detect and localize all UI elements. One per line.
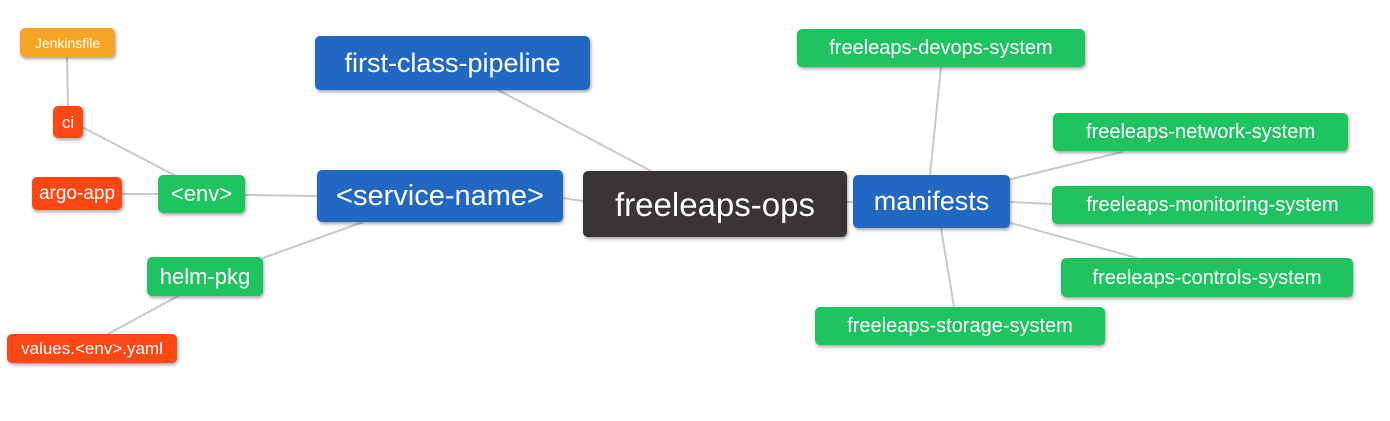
edge-first-class-pipeline-freeleaps-ops xyxy=(497,89,654,173)
edge-manifests-devops-system xyxy=(929,66,942,176)
node-freeleaps-ops[interactable]: freeleaps-ops xyxy=(583,171,847,237)
edge-manifests-storage-system xyxy=(940,227,955,308)
node-argo-app[interactable]: argo-app xyxy=(32,177,122,210)
node-service-name[interactable]: <service-name> xyxy=(317,170,563,222)
node-jenkinsfile[interactable]: Jenkinsfile xyxy=(20,28,115,57)
edge-jenkinsfile-ci xyxy=(66,56,69,107)
edge-env-service-name xyxy=(244,194,318,197)
edge-manifests-monitoring-system xyxy=(1010,201,1053,205)
edge-manifests-controls-system xyxy=(1010,222,1138,259)
edge-ci-env xyxy=(83,127,177,177)
node-ci[interactable]: ci xyxy=(53,106,83,138)
node-freeleaps-network-system[interactable]: freeleaps-network-system xyxy=(1053,113,1348,151)
edge-service-name-freeleaps-ops xyxy=(562,197,584,202)
node-freeleaps-storage-system[interactable]: freeleaps-storage-system xyxy=(815,307,1105,345)
edge-helm-pkg-values-env-yaml xyxy=(107,295,179,335)
node-freeleaps-devops-system[interactable]: freeleaps-devops-system xyxy=(797,29,1085,67)
edge-service-name-helm-pkg xyxy=(262,221,364,259)
node-freeleaps-controls-system[interactable]: freeleaps-controls-system xyxy=(1061,258,1353,297)
node-helm-pkg[interactable]: helm-pkg xyxy=(147,257,263,296)
node-values-env-yaml[interactable]: values.<env>.yaml xyxy=(7,334,177,363)
node-first-class-pipeline[interactable]: first-class-pipeline xyxy=(315,36,590,90)
node-manifests[interactable]: manifests xyxy=(853,175,1010,228)
edge-manifests-network-system xyxy=(1010,151,1123,180)
node-env[interactable]: <env> xyxy=(158,175,245,213)
node-freeleaps-monitoring-system[interactable]: freeleaps-monitoring-system xyxy=(1052,186,1373,224)
